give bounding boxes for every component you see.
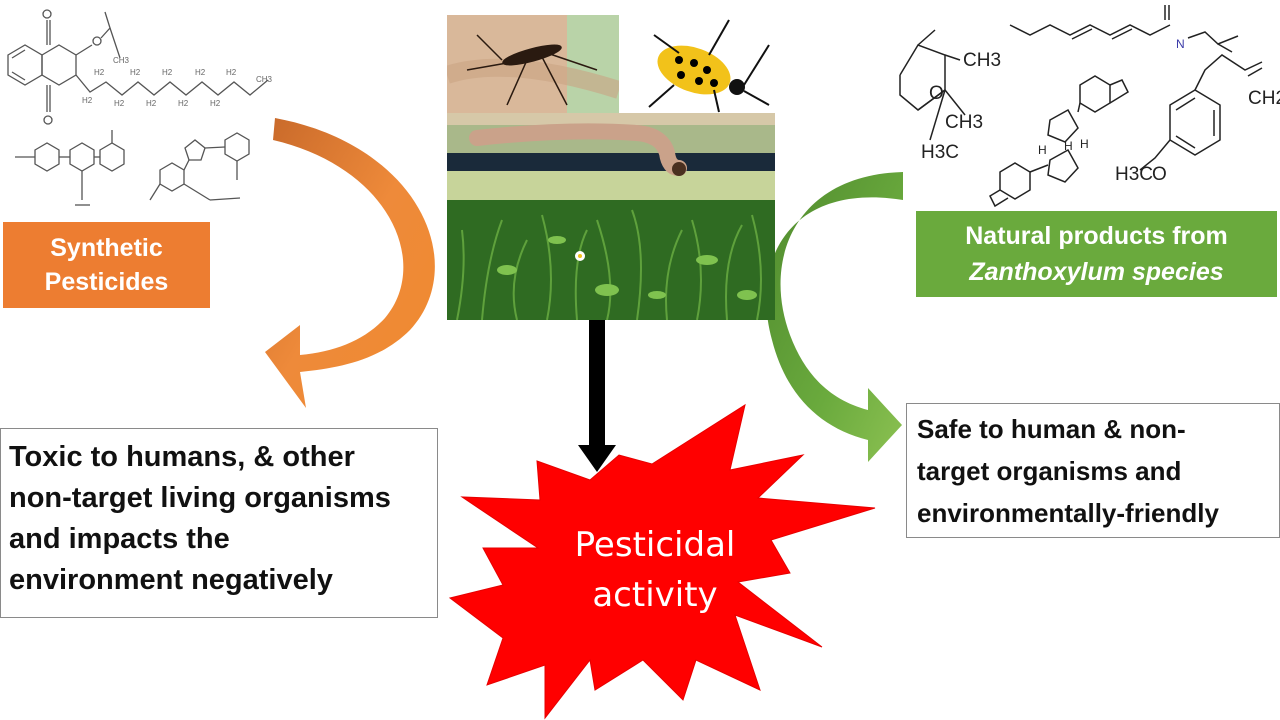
svg-text:O: O [1152, 164, 1167, 185]
natural-label-line2: Zanthoxylum species [969, 258, 1224, 286]
synthetic-structures [7, 9, 269, 206]
natural-atom-labels: CH3 CH3 H3C O CH2 H3C O [921, 50, 1280, 185]
toxic-line: non-target living organisms [9, 482, 391, 514]
synthetic-curved-arrow [265, 118, 435, 408]
svg-text:H3C: H3C [1115, 164, 1153, 185]
svg-text:H: H [1064, 139, 1073, 153]
natural-curved-arrow [766, 172, 903, 462]
toxic-line: environment negatively [9, 564, 333, 596]
safe-effects-box: Safe to human & non- target organisms an… [906, 403, 1280, 538]
natural-label-line1: Natural products from [965, 222, 1228, 250]
svg-text:H2: H2 [210, 99, 221, 108]
mosquito-photo [447, 15, 619, 113]
safe-line: environmentally-friendly [917, 498, 1219, 528]
svg-text:H2: H2 [195, 68, 206, 77]
svg-text:H2: H2 [94, 68, 105, 77]
beetle-icon [648, 19, 770, 113]
safe-line: target organisms and [917, 456, 1182, 486]
caterpillar-icon [469, 123, 687, 176]
caterpillar-photo [447, 113, 775, 200]
svg-text:CH3: CH3 [963, 50, 1001, 71]
toxic-line: and impacts the [9, 523, 230, 555]
beetle-photo [619, 15, 775, 113]
svg-text:H2: H2 [226, 68, 237, 77]
toxic-line: Toxic to humans, & other [9, 441, 355, 473]
outcome-line1: Pesticidal [574, 525, 736, 565]
natural-products-label: Natural products from Zanthoxylum specie… [916, 211, 1277, 297]
svg-text:H2: H2 [178, 99, 189, 108]
pesticidal-activity-starburst [448, 403, 876, 720]
svg-text:O: O [929, 83, 944, 104]
svg-text:H3C: H3C [921, 142, 959, 163]
toxic-effects-box: Toxic to humans, & other non-target livi… [0, 428, 438, 618]
nitrogen-atom-label: N [1176, 37, 1185, 51]
svg-text:H2: H2 [162, 68, 173, 77]
svg-text:H2: H2 [114, 99, 125, 108]
weeds-photo [447, 200, 775, 320]
synthetic-label-line2: Pesticides [44, 268, 169, 296]
natural-structures [899, 5, 1263, 208]
svg-text:CH3: CH3 [945, 112, 983, 133]
svg-text:H2: H2 [82, 96, 93, 105]
svg-text:H2: H2 [130, 68, 141, 77]
svg-text:H: H [1038, 143, 1047, 157]
mosquito-icon [466, 34, 598, 106]
safe-line: Safe to human & non- [917, 414, 1186, 444]
outcome-line2: activity [592, 575, 718, 615]
svg-text:CH3: CH3 [256, 75, 273, 84]
natural-h-labels: H H H [1038, 137, 1089, 157]
svg-text:H2: H2 [146, 99, 157, 108]
svg-text:H: H [1080, 137, 1089, 151]
synthetic-label-line1: Synthetic [50, 234, 163, 262]
svg-text:CH3: CH3 [113, 56, 130, 65]
svg-text:CH2: CH2 [1248, 88, 1280, 109]
synthetic-pesticides-label: Synthetic Pesticides [3, 222, 210, 308]
down-arrow [578, 320, 616, 472]
pesticidal-activity-label: Pesticidal activity [540, 520, 770, 620]
